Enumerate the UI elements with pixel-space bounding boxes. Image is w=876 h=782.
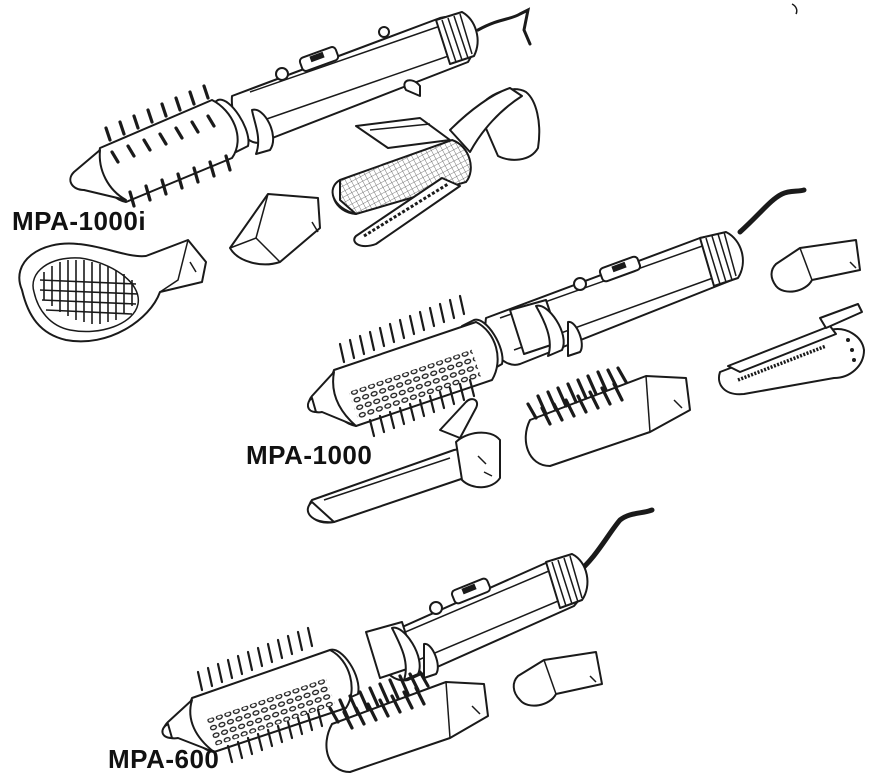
model-label-mpa-1000: MPA-1000 (246, 440, 373, 470)
mpa-600-hot-air-brush-icon (161, 507, 655, 764)
straightener-attachment-icon (718, 303, 865, 396)
round-bristle-attachment-icon (104, 84, 232, 208)
corner-mark (791, 3, 798, 15)
curling-tong-attachment-icon (306, 398, 501, 524)
mpa-1000-hot-air-brush-icon (306, 187, 807, 438)
brush-attachment-icon (325, 670, 489, 773)
concentrator-nozzle-icon (512, 651, 603, 707)
curling-tong-attachment-icon (331, 87, 541, 248)
brush-attachment-icon (524, 366, 691, 467)
mpa-1000i-hot-air-brush-icon (69, 7, 532, 208)
paddle-brush-attachment-icon (18, 239, 207, 343)
model-label-mpa-600: MPA-600 (108, 744, 220, 774)
concentrator-nozzle-icon (229, 193, 321, 266)
model-label-mpa-1000i: MPA-1000i (12, 206, 147, 236)
concentrator-nozzle-icon (770, 239, 861, 293)
